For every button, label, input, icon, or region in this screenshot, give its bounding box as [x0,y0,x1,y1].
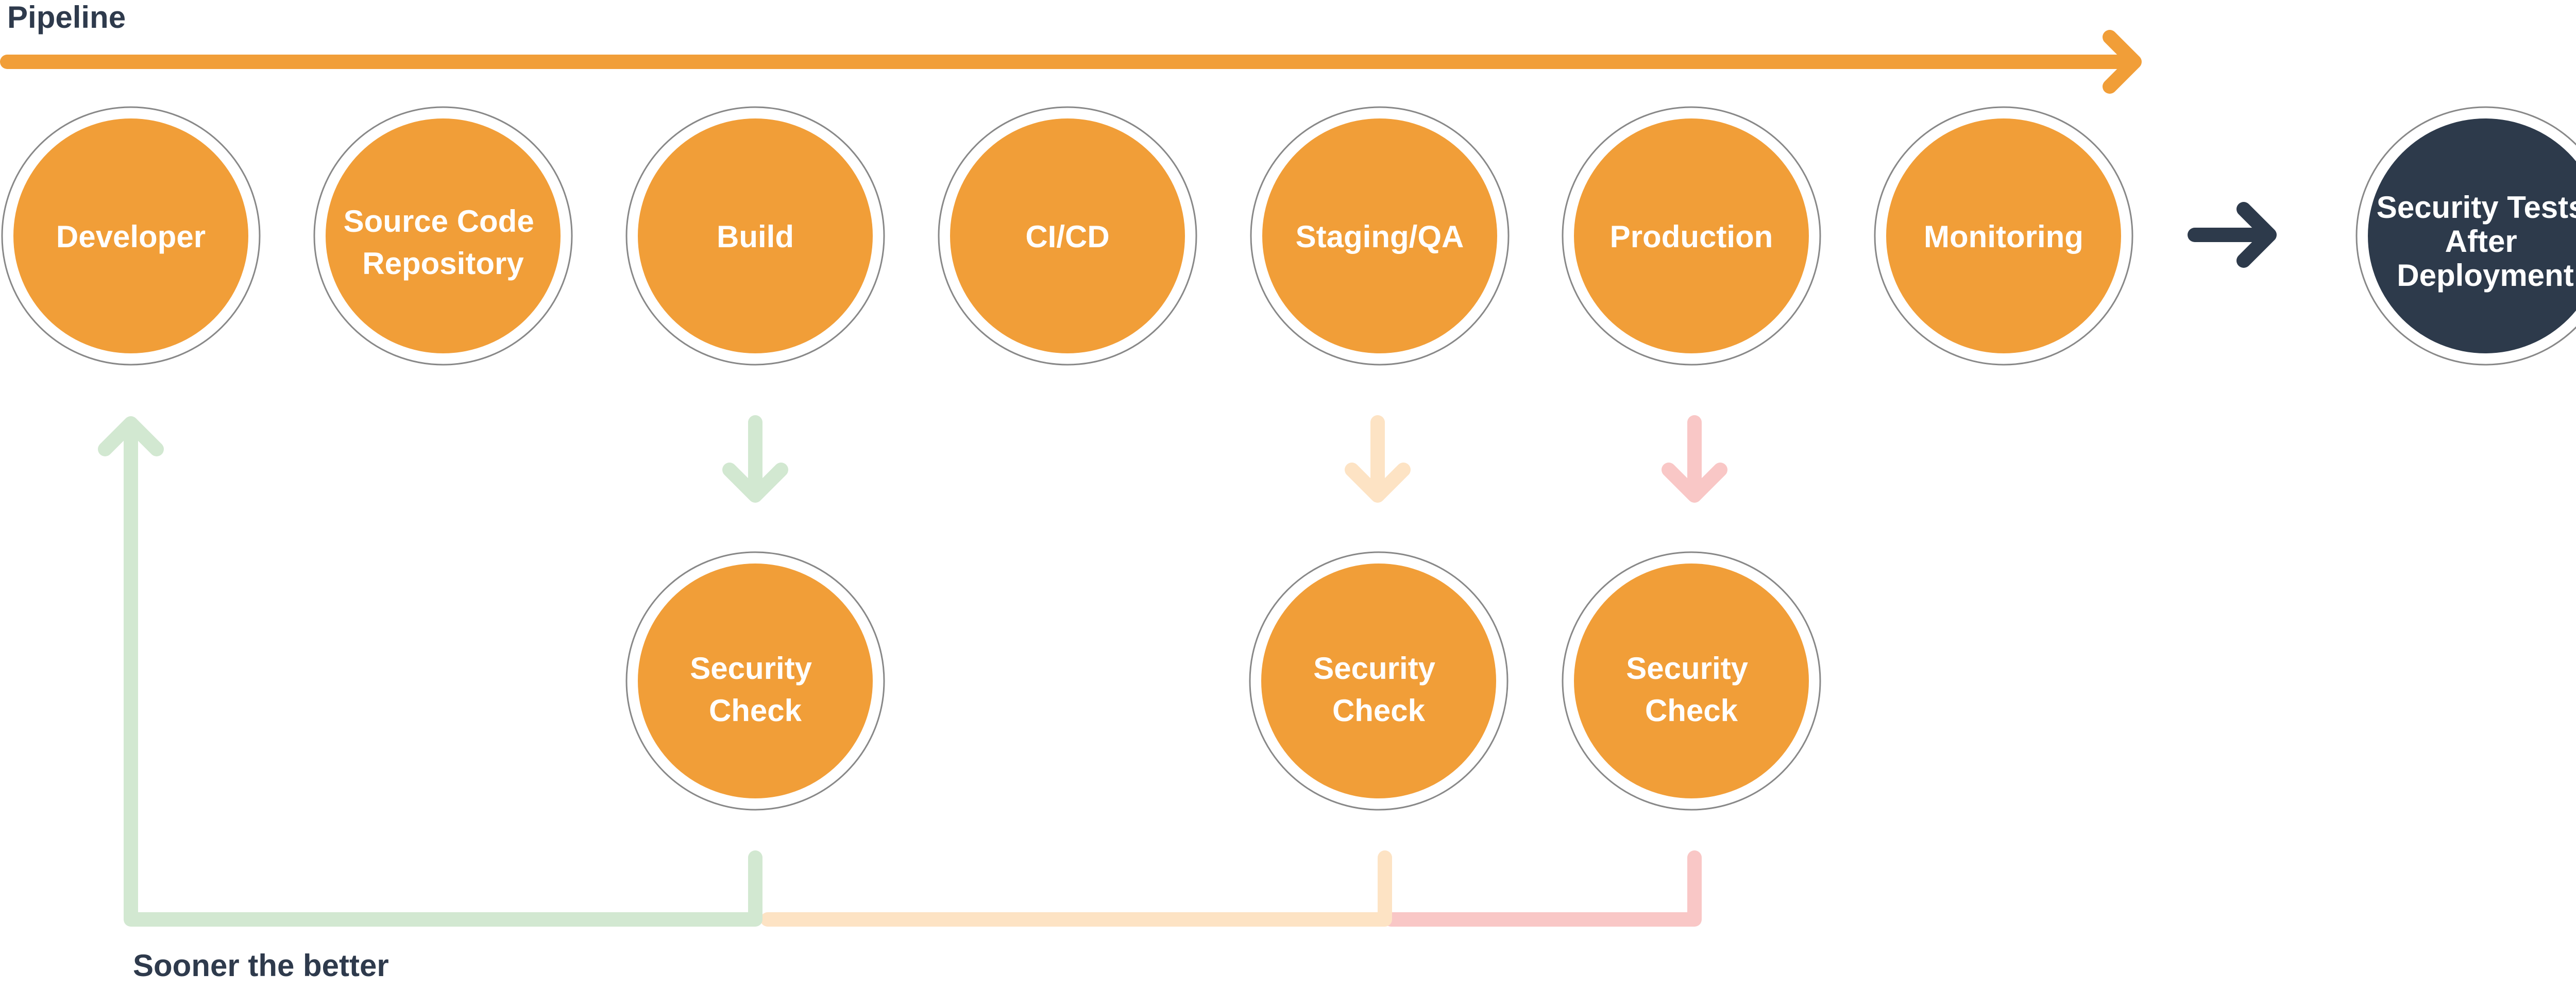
svg-text:Security Check: Security Check [690,651,820,728]
svg-text:Developer: Developer [56,219,206,254]
arrow-right-icon [2188,202,2277,268]
stage-source-code-label-1: Source Code [344,204,534,238]
stage-staging-qa-label: Staging/QA [1296,219,1464,254]
stage-source-code-label-2: Repository [362,246,524,281]
svg-text:Source Code Repository: Source Code Repository [344,204,543,281]
svg-text:Staging/QA: Staging/QA [1296,219,1464,254]
svg-text:Build: Build [717,219,794,254]
arrow-down-icon-staging [1345,415,1411,503]
stage-build-label: Build [717,219,794,254]
security-check-build-label-1: Security [690,651,812,686]
final-stage-label-2: After [2445,224,2517,259]
stage-production-label: Production [1610,219,1773,254]
stage-security-tests-after-deployment: Security Tests After Deployment [2355,106,2576,366]
final-stage-label-3: Deployment [2397,258,2573,293]
final-stage-label-1: Security Tests [2377,190,2576,225]
svg-text:Security Check: Security Check [1626,651,1756,728]
security-check-staging-label-2: Check [1332,693,1426,728]
security-check-staging-label-1: Security [1313,651,1435,686]
feedback-line-build [98,416,762,927]
svg-text:CI/CD: CI/CD [1025,219,1109,254]
stage-ci-cd-label: CI/CD [1025,219,1109,254]
svg-text:Security Tests After: Security Tests After Deployment [2377,190,2576,293]
stage-production: Production [1562,106,1821,366]
security-check-build: Security Check [625,551,885,811]
security-check-production-label-2: Check [1645,693,1738,728]
security-check-staging: Security Check [1249,551,1509,811]
stage-build: Build [625,106,885,366]
stage-developer: Developer [1,106,261,366]
stage-ci-cd: CI/CD [938,106,1197,366]
feedback-line-production [1384,850,1702,927]
svg-text:Monitoring: Monitoring [1924,219,2083,254]
stage-monitoring: Monitoring [1874,106,2133,366]
pipeline-label: Pipeline [7,0,126,35]
svg-text:Production: Production [1610,219,1773,254]
feedback-line-staging [760,850,1392,927]
feedback-label: Sooner the better [133,948,389,983]
arrow-down-icon-build [722,415,788,503]
security-check-build-label-2: Check [709,693,802,728]
pipeline-arrow [0,30,2142,94]
stage-developer-label: Developer [56,219,206,254]
stage-staging-qa: Staging/QA [1250,106,1510,366]
stage-monitoring-label: Monitoring [1924,219,2083,254]
arrow-down-icon-production [1662,415,1727,503]
stage-source-code-repository: Source Code Repository [313,106,573,366]
security-check-production-label-1: Security [1626,651,1748,686]
svg-text:Security Check: Security Check [1313,651,1444,728]
security-check-production: Security Check [1562,551,1821,811]
